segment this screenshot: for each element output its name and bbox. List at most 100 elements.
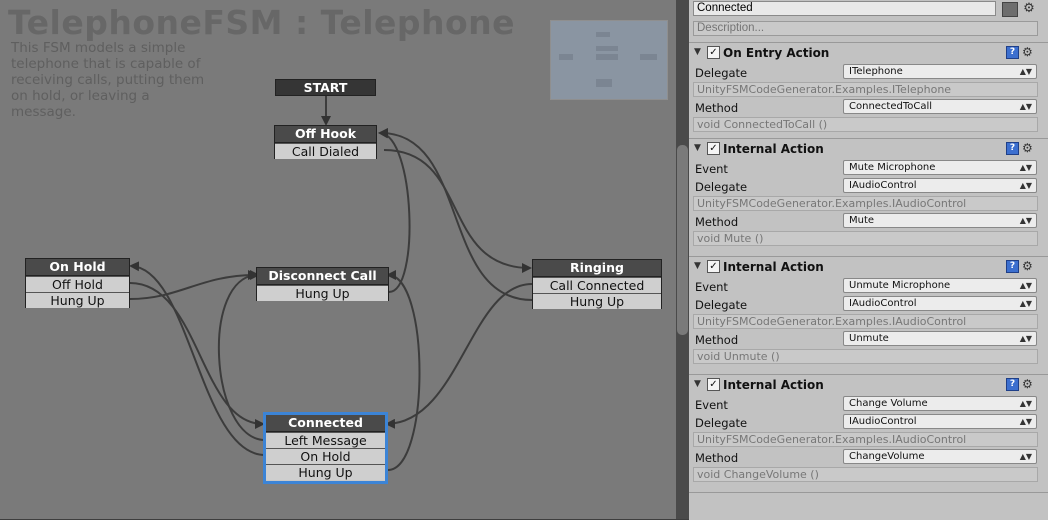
- section-title: Internal Action: [723, 260, 824, 274]
- internal-action-section: ▼ ✓ Internal Action ? ⚙ Event Mute Micro…: [689, 138, 1048, 247]
- transition-call-dialed[interactable]: Call Dialed: [275, 143, 376, 159]
- transition-call-connected[interactable]: Call Connected: [533, 277, 661, 293]
- method-value: Mute: [849, 215, 875, 226]
- chevron-updown-icon: ▲▼: [1019, 299, 1032, 308]
- delegate-type-field: UnityFSMCodeGenerator.Examples.IAudioCon…: [693, 196, 1038, 211]
- delegate-dropdown[interactable]: ITelephone ▲▼: [843, 64, 1037, 79]
- minimap[interactable]: [550, 20, 668, 100]
- node-ringing[interactable]: Ringing Call Connected Hung Up: [532, 259, 662, 309]
- event-label: Event: [695, 398, 728, 412]
- help-icon[interactable]: ?: [1006, 378, 1019, 391]
- checkbox-icon[interactable]: ✓: [707, 260, 720, 273]
- event-property: Event Change Volume▲▼: [689, 395, 1048, 413]
- checkbox-icon[interactable]: ✓: [707, 378, 720, 391]
- inspector-panel: ⚙ ▼ ✓ On Entry Action ? ⚙ Delegate ITele…: [689, 0, 1048, 520]
- gear-icon[interactable]: ⚙: [1022, 377, 1033, 391]
- method-signature-field: void Mute (): [693, 231, 1038, 246]
- section-header: ▼ ✓ Internal Action ? ⚙: [689, 139, 1048, 159]
- delegate-property: Delegate IAudioControl▲▼: [689, 177, 1048, 195]
- node-connected[interactable]: Connected Left Message On Hold Hung Up: [263, 412, 388, 484]
- chevron-updown-icon: ▲▼: [1019, 102, 1032, 111]
- node-disconnect-call-title: Disconnect Call: [257, 268, 388, 285]
- event-dropdown[interactable]: Unmute Microphone▲▼: [843, 278, 1037, 293]
- chevron-updown-icon: ▲▼: [1019, 67, 1032, 76]
- delegate-property: Delegate IAudioControl▲▼: [689, 413, 1048, 431]
- edge-onhold-offhold-to-connected: [129, 282, 265, 429]
- edge-onhold-hungup-to-disconnect: [129, 270, 258, 300]
- section-title: On Entry Action: [723, 46, 830, 60]
- transition-on-hold[interactable]: On Hold: [266, 448, 385, 464]
- internal-action-section: ▼ ✓ Internal Action ? ⚙ Event Unmute Mic…: [689, 256, 1048, 365]
- delegate-property: Delegate IAudioControl ▲▼: [689, 295, 1048, 313]
- gear-icon[interactable]: ⚙: [1023, 1, 1035, 16]
- checkbox-icon[interactable]: ✓: [707, 46, 720, 59]
- scrollbar-thumb[interactable]: [677, 145, 688, 335]
- node-on-hold[interactable]: On Hold Off Hold Hung Up: [25, 258, 130, 308]
- node-disconnect-call[interactable]: Disconnect Call Hung Up: [256, 267, 389, 301]
- transition-hung-up[interactable]: Hung Up: [257, 285, 388, 301]
- event-label: Event: [695, 280, 728, 294]
- delegate-dropdown[interactable]: IAudioControl ▲▼: [843, 296, 1037, 311]
- method-dropdown[interactable]: Unmute▲▼: [843, 331, 1037, 346]
- help-icon[interactable]: ?: [1006, 142, 1019, 155]
- transition-hung-up[interactable]: Hung Up: [533, 293, 661, 309]
- state-name-field[interactable]: [693, 1, 996, 16]
- edge-connected-leftmsg-to-disconnect: [217, 270, 266, 441]
- method-dropdown[interactable]: ConnectedToCall▲▼: [843, 99, 1037, 114]
- event-label: Event: [695, 162, 728, 176]
- delegate-dropdown[interactable]: IAudioControl▲▼: [843, 414, 1037, 429]
- foldout-icon[interactable]: ▼: [694, 379, 701, 389]
- fsm-graph-canvas[interactable]: TelephoneFSM : Telephone This FSM models…: [0, 0, 676, 519]
- help-icon[interactable]: ?: [1006, 46, 1019, 59]
- delegate-label: Delegate: [695, 180, 748, 194]
- gear-icon[interactable]: ⚙: [1022, 45, 1033, 59]
- foldout-icon[interactable]: ▼: [694, 143, 701, 153]
- method-dropdown[interactable]: Mute ▲▼: [843, 213, 1037, 228]
- event-dropdown[interactable]: Change Volume▲▼: [843, 396, 1037, 411]
- event-dropdown[interactable]: Mute Microphone▲▼: [843, 160, 1037, 175]
- graph-scrollbar[interactable]: [676, 0, 689, 519]
- edge-connected-hungup-to-disconnect: [386, 270, 421, 471]
- transition-off-hold[interactable]: Off Hold: [26, 276, 129, 292]
- node-start[interactable]: START: [275, 79, 376, 96]
- node-on-hold-title: On Hold: [26, 259, 129, 276]
- checkbox-icon[interactable]: ✓: [707, 142, 720, 155]
- delegate-value: ITelephone: [849, 66, 903, 77]
- section-header: ▼ ✓ Internal Action ? ⚙: [689, 257, 1048, 277]
- method-signature-field: void Unmute (): [693, 349, 1038, 364]
- delegate-dropdown[interactable]: IAudioControl▲▼: [843, 178, 1037, 193]
- chevron-updown-icon: ▲▼: [1019, 399, 1032, 408]
- method-property: Method Unmute▲▼: [689, 330, 1048, 348]
- state-color-swatch[interactable]: [1002, 2, 1018, 17]
- transition-edges: [129, 95, 533, 471]
- edge-offhook-to-ringing: [383, 149, 532, 273]
- event-value: Mute Microphone: [849, 162, 936, 173]
- chevron-updown-icon: ▲▼: [1019, 452, 1032, 461]
- node-off-hook[interactable]: Off Hook Call Dialed: [274, 125, 377, 159]
- delegate-value: IAudioControl: [849, 298, 917, 309]
- transition-hung-up[interactable]: Hung Up: [266, 464, 385, 480]
- method-label: Method: [695, 333, 739, 347]
- event-property: Event Mute Microphone▲▼: [689, 159, 1048, 177]
- edge-ringing-to-connected: [385, 283, 533, 429]
- foldout-icon[interactable]: ▼: [694, 261, 701, 271]
- gear-icon[interactable]: ⚙: [1022, 141, 1033, 155]
- section-title: Internal Action: [723, 378, 824, 392]
- internal-action-section: ▼ ✓ Internal Action ? ⚙ Event Change Vol…: [689, 374, 1048, 483]
- method-dropdown[interactable]: ChangeVolume▲▼: [843, 449, 1037, 464]
- transition-left-message[interactable]: Left Message: [266, 432, 385, 448]
- help-icon[interactable]: ?: [1006, 260, 1019, 273]
- chevron-updown-icon: ▲▼: [1019, 216, 1032, 225]
- inspector-footer: [689, 492, 1048, 520]
- delegate-label: Delegate: [695, 298, 748, 312]
- foldout-icon[interactable]: ▼: [694, 47, 701, 57]
- description-field[interactable]: [693, 21, 1038, 36]
- gear-icon[interactable]: ⚙: [1022, 259, 1033, 273]
- chevron-updown-icon: ▲▼: [1019, 281, 1032, 290]
- transition-hung-up[interactable]: Hung Up: [26, 292, 129, 308]
- edge-connected-onhold-to-onhold: [129, 261, 266, 456]
- method-property: Method ConnectedToCall▲▼: [689, 98, 1048, 116]
- method-value: Unmute: [849, 333, 889, 344]
- delegate-property: Delegate ITelephone▲▼: [689, 63, 1048, 81]
- on-entry-action-section: ▼ ✓ On Entry Action ? ⚙ Delegate ITeleph…: [689, 42, 1048, 133]
